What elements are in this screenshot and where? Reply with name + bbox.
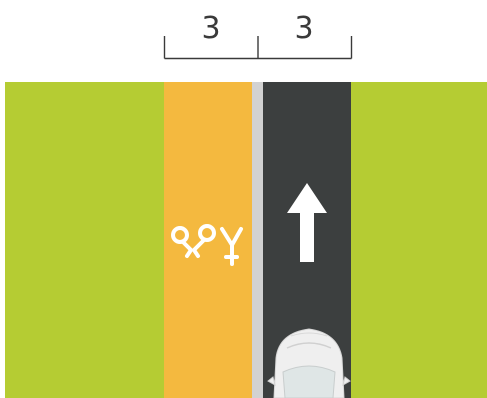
dimension-markers [165, 36, 352, 59]
dimension-label-left: 3 [201, 11, 220, 46]
verge-right [351, 82, 487, 398]
dimension-label-right: 3 [294, 11, 313, 46]
lane-separator [252, 82, 263, 398]
verge-left [5, 82, 164, 398]
